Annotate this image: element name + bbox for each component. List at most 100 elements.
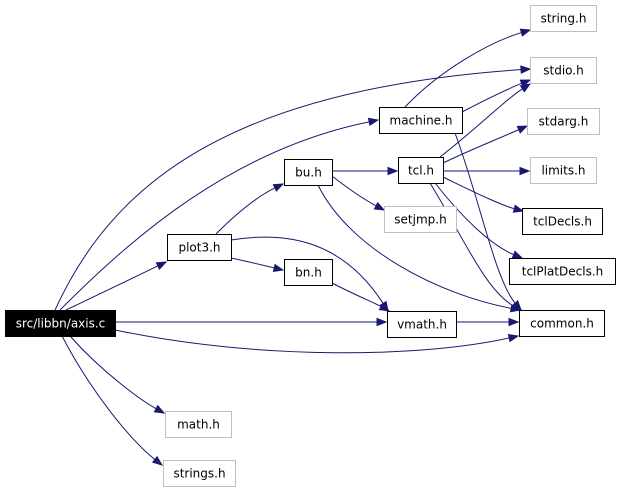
- edge-arrowhead: [519, 28, 532, 37]
- node-setjmp: setjmp.h: [384, 206, 457, 233]
- node-box: [167, 234, 232, 261]
- node-machine[interactable]: machine.h: [379, 107, 463, 134]
- node-stdarg: stdarg.h: [527, 108, 600, 135]
- edge-line: [317, 184, 513, 310]
- node-box: [163, 460, 236, 487]
- edge-arrowhead: [373, 201, 386, 211]
- edges-layer: [54, 28, 532, 466]
- node-limits: limits.h: [530, 157, 597, 184]
- nodes-layer: src/libbn/axis.c plot3.h bu.h bn.h machine.h…: [5, 5, 616, 487]
- edge-line: [69, 335, 158, 410]
- node-label: tclDecls.h: [533, 215, 592, 229]
- node-tclPlat[interactable]: tclPlatDecls.h: [509, 258, 616, 285]
- edge-axis-to-common: [114, 329, 520, 354]
- edge-line: [114, 329, 511, 354]
- node-bn[interactable]: bn.h: [284, 259, 333, 286]
- node-box: [522, 208, 603, 235]
- edge-plot3-to-bn: [230, 257, 285, 272]
- node-plot3[interactable]: plot3.h: [167, 234, 232, 261]
- edge-arrowhead: [272, 263, 285, 272]
- edge-arrowhead: [520, 65, 532, 74]
- edge-tcl-to-tclDecls: [442, 176, 525, 213]
- node-label: math.h: [177, 418, 220, 432]
- node-box: [387, 311, 457, 338]
- edge-line: [331, 175, 378, 207]
- node-axis[interactable]: src/libbn/axis.c: [5, 310, 116, 337]
- edge-axis-to-plot3: [65, 261, 168, 311]
- edge-arrowhead: [367, 117, 380, 127]
- node-box: [384, 206, 457, 233]
- edge-line: [461, 82, 523, 113]
- edge-arrowhead: [511, 302, 524, 312]
- node-label: machine.h: [390, 114, 453, 128]
- edge-line: [331, 282, 383, 308]
- node-label: stdarg.h: [539, 115, 589, 129]
- node-label: src/libbn/axis.c: [16, 317, 106, 331]
- edge-line: [439, 87, 524, 158]
- node-box: [284, 159, 333, 186]
- edge-arrowhead: [519, 166, 531, 176]
- node-label: strings.h: [173, 467, 225, 481]
- edge-arrowhead: [511, 250, 524, 259]
- node-vmath[interactable]: vmath.h: [387, 311, 457, 338]
- node-label: plot3.h: [178, 241, 220, 255]
- edge-bn-to-vmath: [331, 282, 391, 312]
- node-string: string.h: [530, 5, 597, 32]
- edge-line: [442, 176, 516, 210]
- node-common[interactable]: common.h: [519, 310, 605, 337]
- edge-bu-to-common: [317, 184, 522, 313]
- node-label: string.h: [541, 12, 587, 26]
- edge-line: [59, 121, 371, 311]
- node-box: [530, 57, 597, 84]
- node-box: [509, 258, 616, 285]
- node-stdio: stdio.h: [530, 57, 597, 84]
- edge-tcl-to-tclPlat: [434, 182, 524, 259]
- node-tclDecls[interactable]: tclDecls.h: [522, 208, 603, 235]
- edge-line: [442, 128, 520, 164]
- node-label: limits.h: [541, 164, 585, 178]
- edge-tcl-to-stdio: [439, 83, 532, 158]
- edge-line: [404, 31, 523, 108]
- edge-line: [429, 182, 516, 308]
- edge-arrowhead: [519, 79, 532, 88]
- edge-machine-to-string: [404, 28, 532, 108]
- edge-bu-to-setjmp: [331, 175, 386, 211]
- edge-arrowhead: [508, 317, 520, 327]
- edge-arrowhead: [512, 204, 525, 213]
- node-label: common.h: [530, 317, 594, 331]
- node-strings: strings.h: [163, 460, 236, 487]
- edge-plot3-to-bu: [215, 183, 285, 235]
- node-box: [530, 157, 597, 184]
- edge-axis-to-stdio: [54, 65, 532, 311]
- node-label: bn.h: [295, 266, 322, 280]
- node-label: stdio.h: [543, 64, 583, 78]
- edge-arrowhead: [272, 183, 285, 192]
- node-label: tcl.h: [408, 164, 434, 178]
- node-math: math.h: [165, 411, 232, 438]
- node-box: [530, 5, 597, 32]
- edge-machine-to-stdio: [461, 79, 532, 113]
- edge-arrowhead: [151, 455, 164, 466]
- node-label: bu.h: [295, 166, 322, 180]
- edge-line: [54, 69, 523, 311]
- node-box: [398, 157, 444, 184]
- node-label: setjmp.h: [394, 213, 446, 227]
- edge-arrowhead: [507, 333, 520, 343]
- edge-line: [61, 335, 157, 461]
- edge-arrowhead: [519, 83, 532, 93]
- node-box: [379, 107, 463, 134]
- edge-vmath-to-common: [456, 317, 520, 327]
- node-bu[interactable]: bu.h: [284, 159, 333, 186]
- edge-axis-to-machine: [59, 117, 380, 311]
- node-box: [284, 259, 333, 286]
- edge-arrowhead: [376, 317, 388, 327]
- edge-tcl-to-common: [429, 182, 524, 312]
- node-label: vmath.h: [397, 318, 447, 332]
- node-tcl[interactable]: tcl.h: [398, 157, 444, 184]
- node-label: tclPlatDecls.h: [522, 265, 604, 279]
- edge-arrowhead: [516, 125, 529, 134]
- edge-line: [434, 182, 515, 256]
- edge-arrowhead: [153, 404, 166, 414]
- edge-line: [230, 257, 276, 269]
